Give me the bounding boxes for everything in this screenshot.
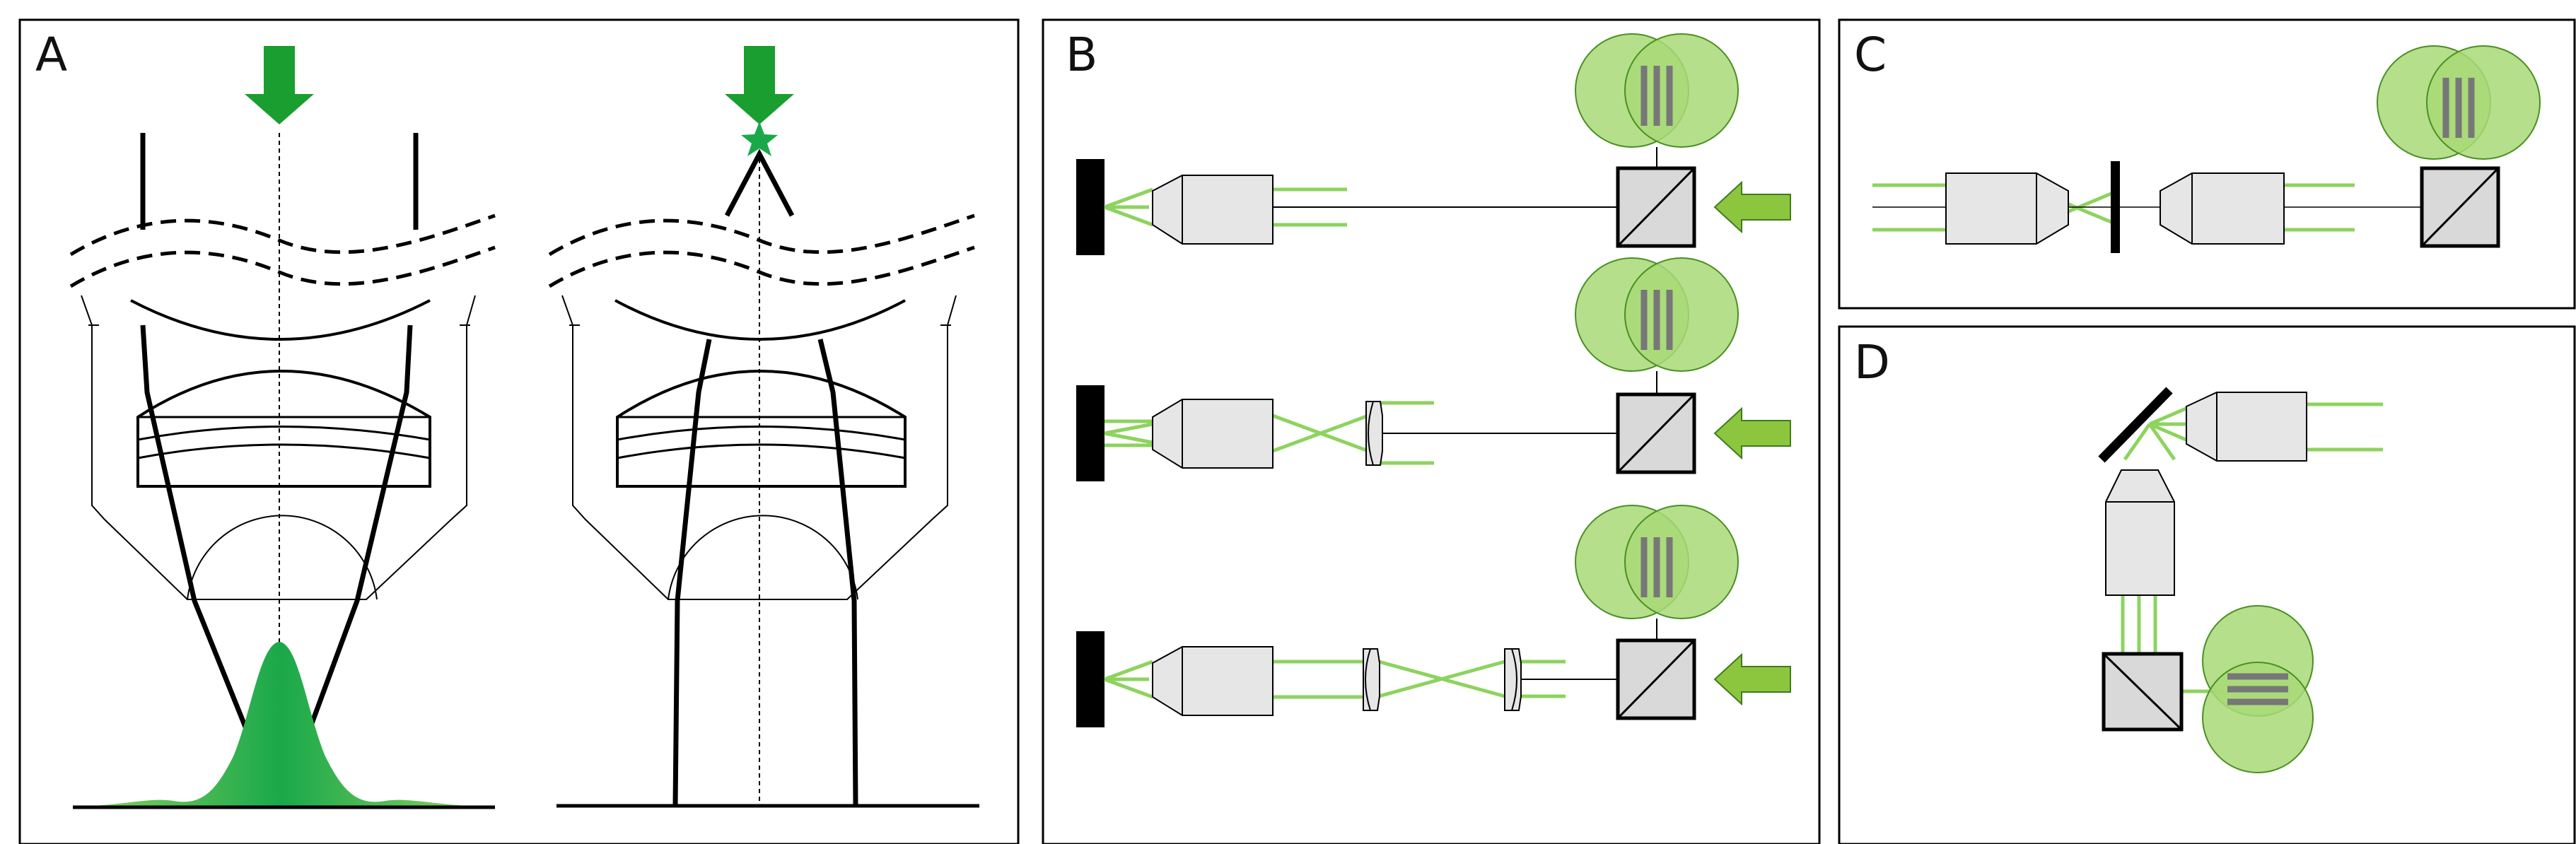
sample-mirror <box>1076 631 1105 727</box>
sample-mirror <box>1076 385 1105 481</box>
star-icon <box>741 122 778 156</box>
camera-fringes <box>1575 257 1739 372</box>
tube-lens-curve <box>1365 648 1371 711</box>
objective <box>1152 399 1274 469</box>
beamsplitter-diagonal <box>1616 393 1696 474</box>
hemisphere-lens <box>187 515 378 600</box>
ray-left <box>672 339 712 807</box>
objective <box>1152 646 1274 716</box>
overlapping-circles-icon <box>1624 33 1739 148</box>
objective-right <box>2160 172 2285 245</box>
doublet-lens <box>136 370 431 488</box>
down-arrow-icon <box>725 46 794 124</box>
down-arrow-icon <box>245 46 314 124</box>
beamsplitter-diagonal <box>2420 167 2500 247</box>
panel-b-row-2 <box>1076 257 1791 481</box>
sample-slab <box>2111 161 2120 253</box>
panel-c-setup <box>1872 45 2541 253</box>
hemisphere-lens <box>668 515 858 600</box>
objective <box>1152 175 1274 245</box>
ray-right <box>817 339 858 807</box>
doublet-curve-1 <box>137 426 431 441</box>
objective-vertical <box>2105 469 2175 596</box>
ray-right <box>279 324 413 807</box>
overlapping-circles-icon <box>1624 505 1739 619</box>
beamsplitter-diagonal <box>1616 167 1696 247</box>
doublet-curve-2 <box>617 443 906 459</box>
panel-c-frame <box>1838 18 2576 310</box>
objective-left <box>1945 172 2069 245</box>
fold-mirror <box>2098 387 2173 463</box>
sample-mirror <box>1076 159 1105 255</box>
left-arrow-icon <box>1713 406 1791 460</box>
objective-housing <box>561 295 957 600</box>
ray-left <box>140 324 280 807</box>
camera-fringes <box>2202 605 2314 773</box>
tube-lens-curve <box>1368 401 1374 466</box>
objective-housing <box>81 295 476 600</box>
camera-fringes <box>1575 505 1739 619</box>
overlapping-circles-icon <box>2426 45 2541 160</box>
panel-b-label: B <box>1066 28 1097 82</box>
sample-surface-lower <box>69 245 496 288</box>
panel-d-label: D <box>1854 335 1890 389</box>
beam-green <box>1104 660 1566 699</box>
doublet-lens <box>616 370 907 488</box>
beam-green <box>2121 401 2383 693</box>
relay-lens-curve <box>1511 648 1517 711</box>
panel-b-row-3 <box>1076 505 1791 727</box>
panel-a-focusing-objective <box>69 46 496 809</box>
sample-surface-upper <box>69 213 496 257</box>
meniscus-lens <box>130 299 431 341</box>
beam-green <box>1104 187 1347 227</box>
sample-surface-lower <box>548 245 975 288</box>
panel-d-frame <box>1838 325 2576 844</box>
left-arrow-icon <box>1713 652 1791 706</box>
panel-a-collimating-objective <box>548 46 979 808</box>
doublet-curve-2 <box>137 443 431 459</box>
sample-surface-upper <box>548 213 975 257</box>
beamsplitter-diagonal <box>2102 652 2183 731</box>
beamsplitter-diagonal <box>1616 639 1696 720</box>
left-arrow-icon <box>1713 180 1791 234</box>
overlapping-circles-icon <box>1624 257 1739 372</box>
panel-b-frame <box>1042 18 1821 844</box>
objective-horizontal <box>2186 392 2307 462</box>
relay-lens <box>1504 648 1522 711</box>
panel-a-frame <box>18 18 1020 844</box>
camera-fringes <box>2377 45 2541 160</box>
emission-cone <box>724 148 795 217</box>
panel-a-label: A <box>35 28 67 82</box>
panel-b-row-1 <box>1076 33 1791 255</box>
beam-green <box>1104 401 1434 465</box>
psf-profile <box>74 642 488 807</box>
beam-green <box>1872 183 2355 232</box>
camera-fringes <box>1575 33 1739 148</box>
doublet-curve-1 <box>617 426 906 441</box>
panel-c-label: C <box>1854 28 1887 82</box>
panel-d-setup <box>2098 387 2383 773</box>
